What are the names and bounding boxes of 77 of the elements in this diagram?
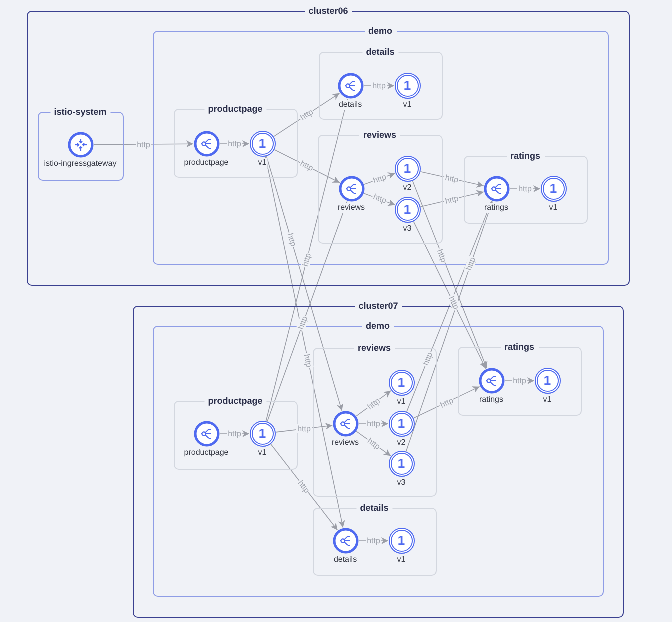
arrow: [413, 386, 480, 419]
arrow: [274, 149, 340, 184]
workload-badge: 1: [388, 410, 414, 436]
node-label: productpage: [183, 158, 230, 168]
workload-badge: 1: [388, 370, 414, 396]
workload-badge: 1: [250, 420, 276, 446]
edge-label: http: [364, 436, 383, 452]
group-title: ratings: [506, 150, 544, 162]
group-title: istio-system: [50, 106, 111, 118]
group-title: cluster07: [354, 300, 402, 312]
node-label: v1: [257, 158, 268, 168]
group-title: productpage: [204, 394, 267, 406]
workload-badge: 1: [394, 196, 420, 222]
group-title: reviews: [354, 342, 396, 354]
arrow: [265, 156, 346, 528]
node-label: details: [338, 100, 364, 110]
node-label: ratings: [484, 202, 510, 212]
node-label: v3: [402, 224, 413, 234]
edge-label: http: [302, 352, 314, 370]
edge-label: http: [421, 350, 436, 368]
group-title: reviews: [359, 128, 401, 140]
arrow: [413, 221, 486, 370]
edge-label: http: [372, 82, 387, 90]
edge-label: http: [464, 256, 478, 273]
arrow: [412, 180, 488, 369]
node-label: v2: [402, 182, 413, 192]
arrow: [270, 444, 338, 531]
workload-badge: 1: [388, 450, 414, 476]
edge-label: http: [518, 184, 533, 194]
edge-label: http: [285, 232, 298, 250]
arrow: [276, 422, 333, 433]
node-label: reviews: [336, 202, 366, 212]
edge-label: http: [298, 158, 316, 174]
node-label: istio-ingressgateway: [43, 158, 118, 168]
node-label: ratings: [478, 394, 504, 404]
group-title: demo: [364, 24, 396, 36]
node-label: v1: [396, 554, 407, 564]
node-label: v2: [396, 438, 407, 448]
workload-badge: 1: [534, 368, 560, 394]
node-label: productpage: [183, 448, 230, 458]
edge-label: http: [300, 252, 314, 269]
workload-badge: 1: [250, 130, 276, 156]
edge-label: http: [446, 294, 461, 312]
group-title: cluster06: [304, 5, 352, 17]
node-label: v1: [542, 394, 553, 404]
edge-label: http: [296, 424, 312, 434]
arrow: [94, 140, 194, 148]
edge-label: http: [136, 140, 152, 149]
workload-badge: 1: [394, 156, 420, 182]
arrow: [266, 98, 350, 422]
group-title: details: [362, 46, 399, 58]
node-label: v3: [396, 478, 407, 488]
workload-badge: 1: [388, 528, 414, 554]
group-title: demo: [362, 320, 394, 332]
edge-label: http: [444, 172, 461, 185]
arrow: [267, 201, 348, 422]
workload-badge: 1: [540, 176, 566, 202]
edge-label: http: [371, 192, 389, 206]
arrow: [406, 201, 493, 412]
edge-label: http: [227, 430, 242, 438]
node-label: v1: [396, 396, 407, 406]
edge-label: http: [296, 314, 310, 332]
node-label: details: [332, 554, 358, 564]
edge-label: http: [227, 140, 242, 148]
edge-label: http: [366, 536, 382, 546]
node-label: reviews: [330, 438, 360, 448]
edge-label: http: [512, 376, 528, 386]
node-label: v1: [402, 100, 413, 110]
group-title: productpage: [204, 102, 267, 114]
node-label: v1: [548, 202, 559, 212]
arrow: [406, 201, 494, 452]
node-label: v1: [257, 448, 268, 458]
workload-badge: 1: [394, 72, 420, 98]
arrow: [266, 156, 344, 412]
edge-label: http: [366, 420, 382, 428]
group-title: ratings: [500, 340, 538, 352]
group-title: details: [356, 502, 393, 514]
